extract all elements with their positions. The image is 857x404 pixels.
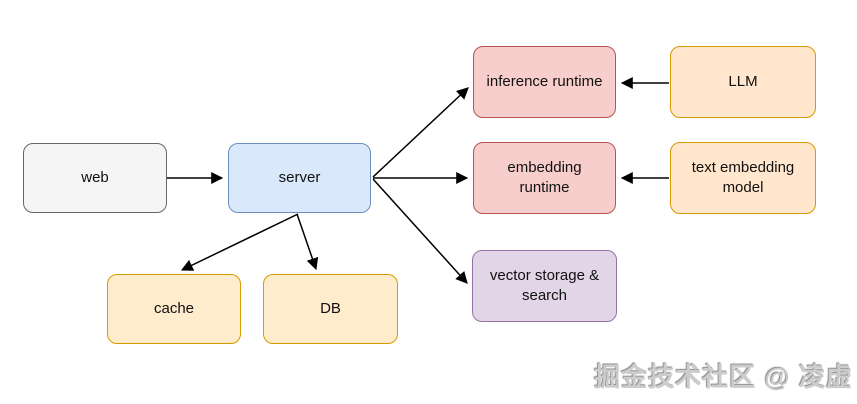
node-db: DB: [263, 274, 398, 344]
node-server-label: server: [278, 168, 321, 186]
node-llm-label: LLM: [728, 72, 758, 90]
node-web-label: web: [81, 168, 109, 186]
node-db-label: DB: [320, 299, 341, 317]
node-cache: cache: [107, 274, 241, 344]
node-vector-storage-search: vector storage & search: [472, 250, 617, 322]
node-vector-storage-search-label: vector storage & search: [489, 266, 600, 304]
edge-server-to-db: [296, 213, 319, 271]
node-inference-runtime: inference runtime: [473, 46, 616, 118]
node-text-embedding-model-label: text embedding model: [691, 158, 795, 196]
node-inference-runtime-label: inference runtime: [486, 72, 603, 90]
node-llm: LLM: [670, 46, 816, 118]
edge-server-to-vector-storage: [372, 178, 468, 284]
edge-server-to-cache: [180, 213, 299, 271]
node-cache-label: cache: [153, 299, 195, 317]
node-embedding-runtime: embedding runtime: [473, 142, 616, 214]
edge-server-to-inference-runtime: [372, 87, 469, 178]
node-server: server: [228, 143, 371, 213]
watermark-text: 掘金技术社区 @ 凌虚: [594, 362, 853, 392]
node-web: web: [23, 143, 167, 213]
node-text-embedding-model: text embedding model: [670, 142, 816, 214]
node-embedding-runtime-label: embedding runtime: [507, 158, 582, 196]
